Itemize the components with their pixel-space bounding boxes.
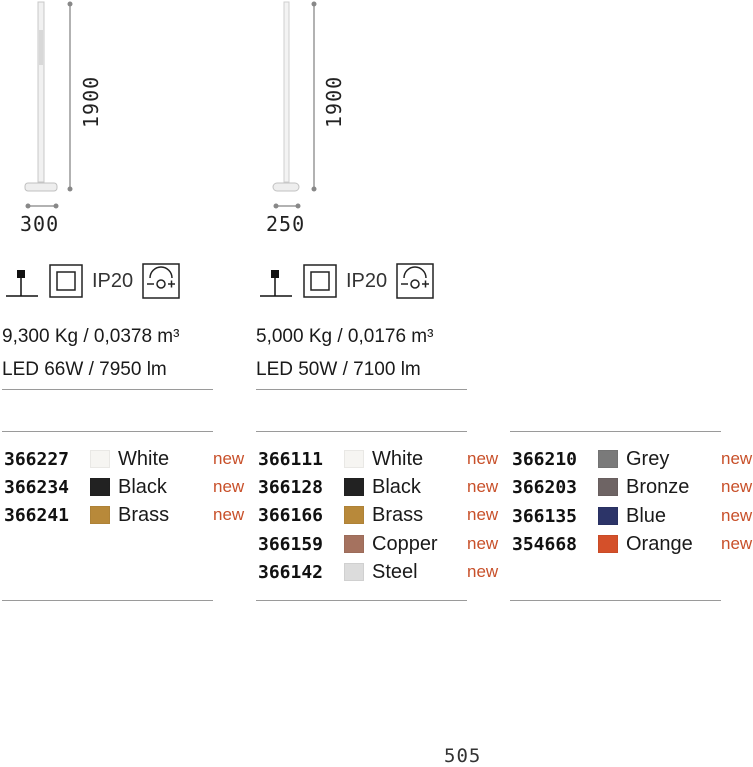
color-name: Copper bbox=[372, 532, 438, 555]
new-badge: new bbox=[721, 449, 753, 468]
divider bbox=[2, 431, 213, 432]
list-item: 366135 Blue new bbox=[512, 502, 752, 530]
color-swatch bbox=[344, 535, 364, 553]
height-dimension-line-2 bbox=[311, 1, 317, 192]
divider bbox=[256, 389, 467, 390]
color-name: Brass bbox=[372, 503, 424, 526]
product-code: 354668 bbox=[512, 533, 578, 555]
weight-volume-2: 5,000 Kg / 0,0176 m³ bbox=[256, 326, 434, 347]
color-swatch bbox=[90, 478, 110, 496]
new-badge: new bbox=[213, 449, 245, 468]
color-name: Grey bbox=[626, 447, 670, 470]
list-item: 366142 Steel new bbox=[258, 558, 498, 586]
divider bbox=[2, 600, 213, 601]
new-badge: new bbox=[467, 477, 499, 496]
dimmer-icon bbox=[142, 263, 180, 299]
product-code: 366111 bbox=[258, 448, 324, 470]
divider bbox=[510, 600, 721, 601]
divider bbox=[2, 389, 213, 390]
spec-icons-2: IP20 bbox=[258, 262, 435, 300]
new-badge: new bbox=[467, 534, 499, 553]
led-power-1: LED 66W / 7950 lm bbox=[2, 359, 167, 380]
product-code: 366135 bbox=[512, 505, 578, 527]
spec-icons-1: IP20 bbox=[4, 262, 181, 300]
floor-lamp-1-drawing bbox=[24, 1, 58, 192]
base-dimension-line-2 bbox=[273, 203, 301, 209]
ip-rating: IP20 bbox=[346, 269, 388, 292]
new-badge: new bbox=[721, 506, 753, 525]
product-code: 366203 bbox=[512, 476, 578, 498]
floor-mount-icon bbox=[260, 270, 292, 297]
base-dimension-2: 250 bbox=[266, 212, 306, 236]
new-badge: new bbox=[467, 505, 499, 524]
class-two-insulation-icon bbox=[303, 264, 337, 298]
divider bbox=[256, 600, 467, 601]
list-item: 354668 Orange new bbox=[512, 530, 752, 558]
led-power-2: LED 50W / 7100 lm bbox=[256, 359, 421, 380]
color-name: Steel bbox=[372, 560, 418, 583]
divider bbox=[510, 431, 721, 432]
color-swatch bbox=[598, 450, 618, 468]
color-swatch bbox=[344, 563, 364, 581]
product-code: 366128 bbox=[258, 476, 324, 498]
color-name: Black bbox=[118, 475, 167, 498]
floor-mount-icon bbox=[6, 270, 38, 297]
list-item: 366227 White new bbox=[4, 445, 244, 473]
color-name: Brass bbox=[118, 503, 170, 526]
color-swatch bbox=[598, 507, 618, 525]
new-badge: new bbox=[721, 534, 753, 553]
color-name: Orange bbox=[626, 532, 693, 555]
product-code: 366234 bbox=[4, 476, 70, 498]
color-swatch bbox=[598, 535, 618, 553]
new-badge: new bbox=[721, 477, 753, 496]
list-item: 366111 White new bbox=[258, 445, 498, 473]
product-code: 366166 bbox=[258, 504, 324, 526]
class-two-insulation-icon bbox=[49, 264, 83, 298]
height-dimension-2: 1900 bbox=[322, 75, 346, 128]
height-dimension-line-1 bbox=[67, 1, 73, 192]
color-name: Black bbox=[372, 475, 421, 498]
dimmer-icon bbox=[396, 263, 434, 299]
product-code: 366227 bbox=[4, 448, 70, 470]
color-name: White bbox=[372, 447, 424, 470]
color-swatch bbox=[90, 506, 110, 524]
floor-lamp-2-drawing bbox=[272, 1, 300, 192]
color-swatch bbox=[90, 450, 110, 468]
new-badge: new bbox=[467, 449, 499, 468]
color-swatch bbox=[344, 450, 364, 468]
list-item: 366128 Black new bbox=[258, 473, 498, 501]
list-item: 366234 Black new bbox=[4, 473, 244, 501]
new-badge: new bbox=[213, 477, 245, 496]
new-badge: new bbox=[467, 562, 499, 581]
color-name: Bronze bbox=[626, 475, 690, 498]
color-name: Blue bbox=[626, 504, 667, 527]
list-item: 366241 Brass new bbox=[4, 501, 244, 529]
product-code: 366210 bbox=[512, 448, 578, 470]
base-dimension-1: 300 bbox=[20, 212, 60, 236]
weight-volume-1: 9,300 Kg / 0,0378 m³ bbox=[2, 326, 180, 347]
list-item: 366166 Brass new bbox=[258, 501, 498, 529]
product-code: 366159 bbox=[258, 533, 324, 555]
divider bbox=[256, 431, 467, 432]
color-swatch bbox=[344, 506, 364, 524]
product-code: 366142 bbox=[258, 561, 324, 583]
list-item: 366203 Bronze new bbox=[512, 473, 752, 501]
product-code: 366241 bbox=[4, 504, 70, 526]
new-badge: new bbox=[213, 505, 245, 524]
color-swatch bbox=[598, 478, 618, 496]
color-name: White bbox=[118, 447, 170, 470]
ip-rating: IP20 bbox=[92, 269, 134, 292]
height-dimension-1: 1900 bbox=[79, 75, 103, 128]
base-dimension-line-1 bbox=[25, 203, 59, 209]
color-swatch bbox=[344, 478, 364, 496]
list-item: 366210 Grey new bbox=[512, 445, 752, 473]
list-item: 366159 Copper new bbox=[258, 530, 498, 558]
page-number: 505 bbox=[444, 745, 482, 767]
